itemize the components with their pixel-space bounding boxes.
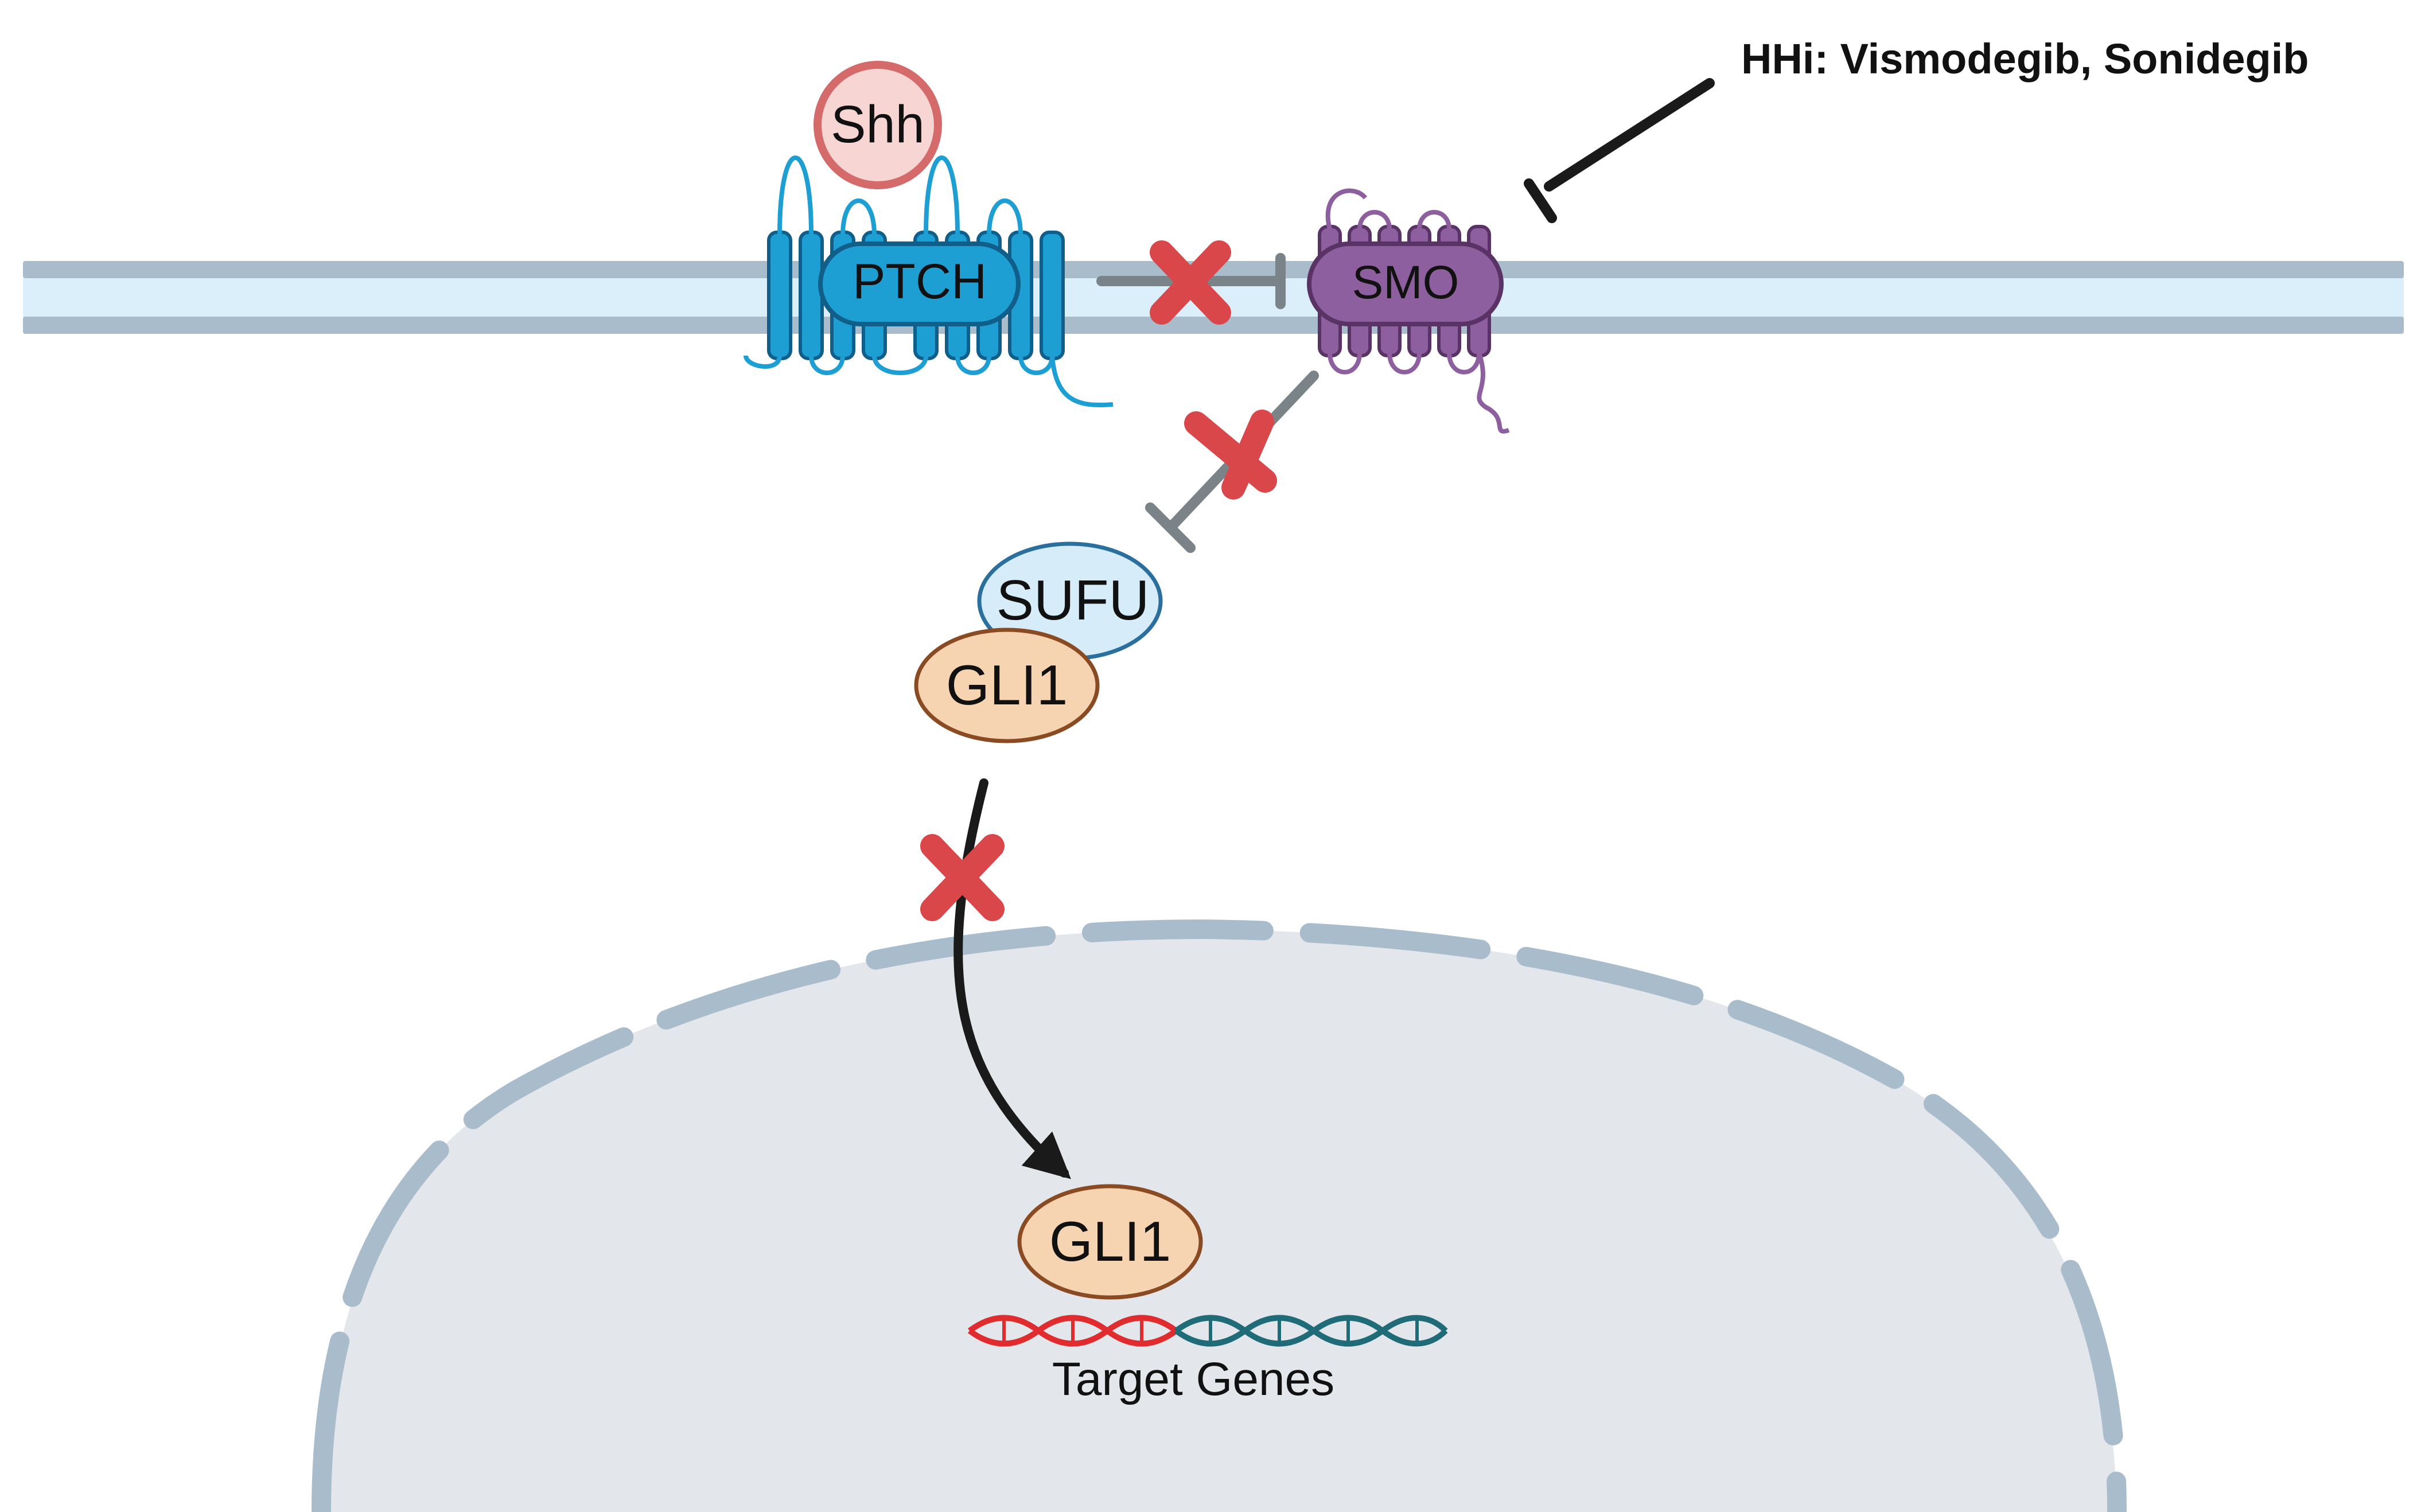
smo-sufu-inhibition	[1145, 371, 1319, 553]
dna-helix-icon	[968, 1315, 1448, 1347]
nuclear-envelope	[312, 919, 2127, 1512]
blocked-x-icon	[920, 834, 1005, 921]
ptch-label: PTCH	[853, 254, 987, 309]
sufu-gli1-complex: SUFU GLI1	[914, 541, 1163, 743]
smo-receptor: SMO	[1307, 188, 1510, 434]
gli1-nuclear: GLI1	[1017, 1184, 1203, 1300]
ptch-smo-inhibition	[1096, 240, 1286, 325]
smo-body	[1307, 241, 1504, 326]
hhi-label: HHi: Vismodegib, Sonidegib	[1741, 35, 2309, 83]
hhi-inhibitor: HHi: Vismodegib, Sonidegib	[1524, 35, 2309, 223]
nucleus-body	[324, 929, 2118, 1512]
sufu-label: SUFU	[997, 568, 1150, 632]
nucleus	[312, 919, 2127, 1512]
ptch-body	[818, 241, 1021, 326]
smo-label: SMO	[1352, 256, 1459, 309]
gli1-translocation	[920, 778, 1071, 1179]
gli1-nucleus-label: GLI1	[1049, 1210, 1171, 1273]
blocked-x-icon	[1150, 240, 1231, 325]
gli1-cytoplasmic	[914, 628, 1100, 743]
shh-label: Shh	[831, 95, 925, 154]
gli1-cytoplasm-label: GLI1	[946, 653, 1068, 716]
blocked-x-icon	[1184, 410, 1277, 500]
ptch-receptor: PTCH	[744, 155, 1114, 408]
target-genes-label: Target Genes	[1052, 1353, 1334, 1405]
shh-ligand: Shh	[814, 61, 942, 189]
